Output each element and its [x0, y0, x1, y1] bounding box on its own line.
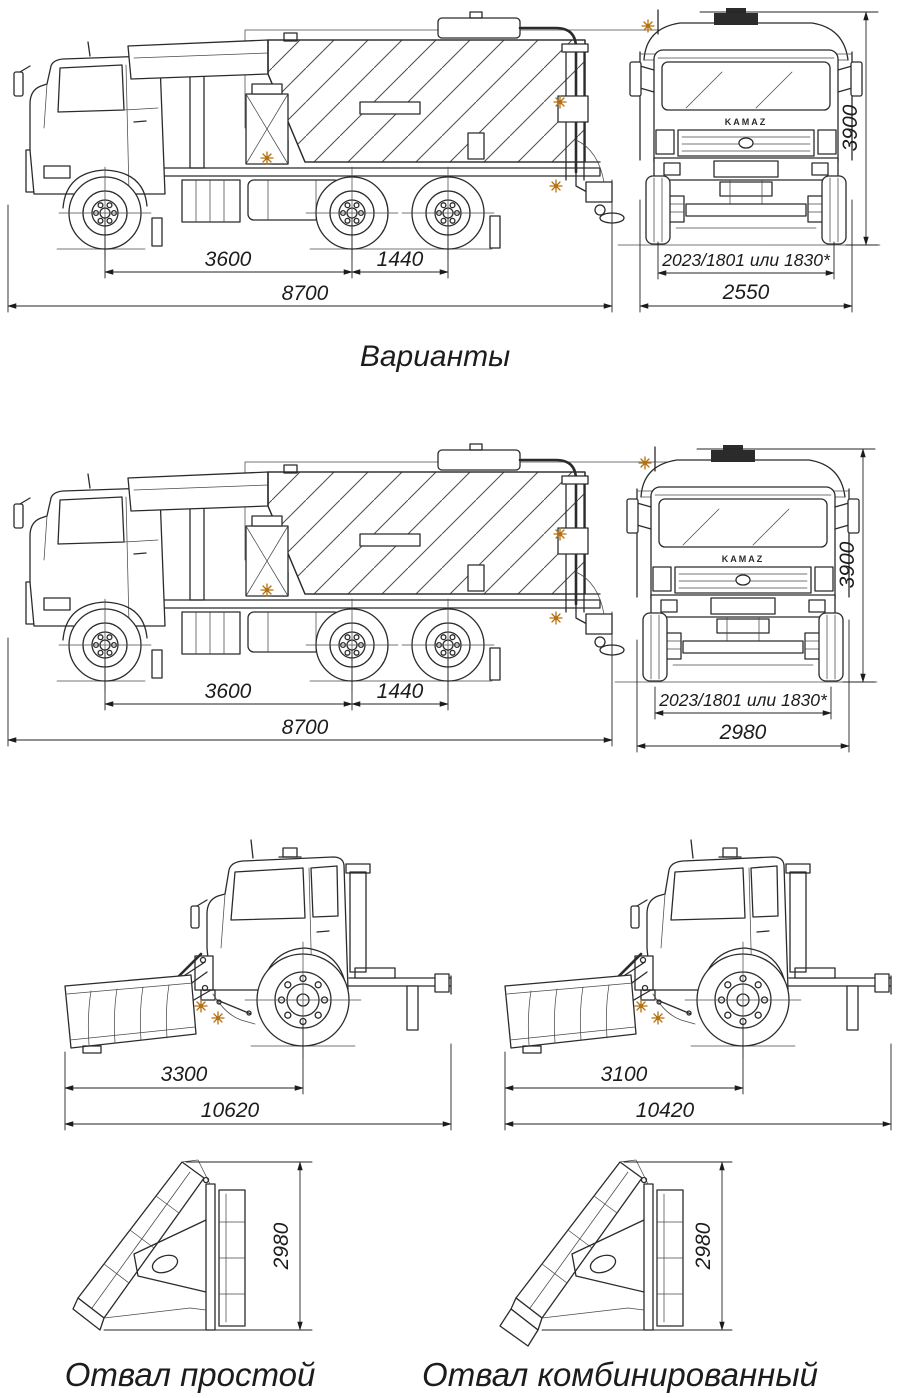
dim-plow-combined-front: 3100 — [601, 1063, 648, 1086]
variant-middle-front-view — [615, 445, 877, 753]
dim-top-bogie: 1440 — [377, 248, 424, 271]
dim-mid-track: 2023/1801 или 1830* — [658, 690, 828, 710]
caption-blade-combined: Отвал комбинированный — [422, 1356, 818, 1393]
dim-top-width: 2550 — [722, 281, 770, 304]
variant-middle-side-view — [7, 444, 746, 747]
dim-mid-length: 8700 — [282, 716, 329, 739]
plow-truck-simple-view — [65, 840, 451, 1131]
dim-mid-height: 3900 — [836, 541, 859, 588]
blade-simple-section — [72, 1159, 313, 1331]
dim-top-height: 3900 — [839, 104, 862, 151]
dim-blade-combined-height: 2980 — [692, 1222, 715, 1270]
variants-title: Варианты — [360, 340, 510, 373]
dim-mid-bogie: 1440 — [377, 680, 424, 703]
dim-top-track: 2023/1801 или 1830* — [661, 250, 831, 270]
dim-top-length: 8700 — [282, 282, 329, 305]
dim-plow-combined-length: 10420 — [636, 1099, 695, 1122]
dim-plow-simple-front: 3300 — [161, 1063, 208, 1086]
variant-top-side-view — [7, 12, 746, 313]
variant-top-front-view — [618, 8, 880, 313]
dim-top-wheelbase: 3600 — [205, 248, 252, 271]
labels: 3600 1440 8700 3900 2023/1801 или 1830* … — [65, 104, 862, 1393]
plow-truck-combined-view — [505, 840, 891, 1131]
caption-blade-simple: Отвал простой — [65, 1356, 316, 1393]
dim-blade-simple-height: 2980 — [270, 1222, 293, 1270]
blade-combined-section — [499, 1159, 733, 1347]
dim-mid-wheelbase: 3600 — [205, 680, 252, 703]
dim-plow-simple-length: 10620 — [201, 1099, 260, 1122]
dim-mid-width: 2980 — [719, 721, 767, 744]
